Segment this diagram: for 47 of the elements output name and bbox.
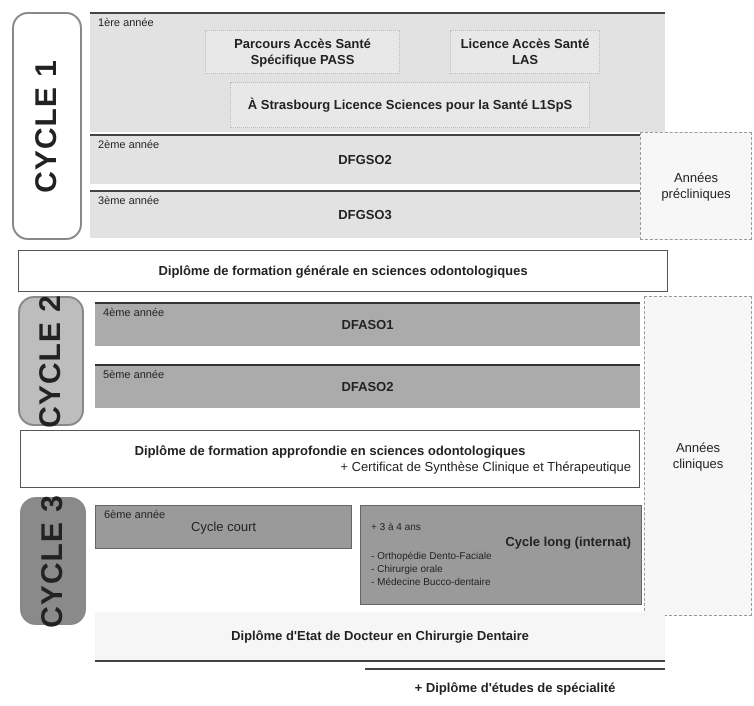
- diploma-box: [95, 612, 665, 662]
- year-label: 2ème année: [98, 139, 160, 151]
- box-title: Diplôme de formation générale en sciences odontologiques: [157, 262, 529, 280]
- box-note: + Certificat de Synthèse Clinique et Thérapeutique: [339, 459, 632, 476]
- option-box: [450, 30, 600, 74]
- cycle-label: [18, 296, 84, 426]
- diploma-code: DFGSO3: [337, 206, 393, 224]
- cycle-label: [12, 12, 82, 240]
- box-title: Diplôme d'Etat de Docteur en Chirurgie Dentaire: [230, 628, 530, 644]
- year-box: [90, 134, 640, 184]
- diploma-box: [18, 250, 668, 292]
- diploma-code: DFASO2: [340, 378, 394, 396]
- cycle-text: CYCLE 2: [34, 294, 68, 428]
- cycle-text: CYCLE 3: [36, 494, 70, 628]
- option-box: [360, 505, 642, 605]
- duration-note: + 3 à 4 ans: [370, 520, 422, 534]
- year-label: 1ère année: [98, 17, 154, 29]
- diploma-box: [20, 430, 640, 488]
- year-box: [90, 12, 665, 132]
- box-title: Licence Accès Santé LAS: [460, 36, 590, 68]
- diploma-code: DFGSO2: [337, 152, 393, 168]
- box-title: Parcours Accès Santé Spécifique PASS: [233, 36, 372, 68]
- option-box: [230, 82, 590, 128]
- phase-label: Années précliniques: [660, 170, 732, 202]
- specialty-item: - Médecine Bucco-dentaire: [370, 576, 492, 590]
- specialty-item: - Chirurgie orale: [370, 563, 444, 576]
- box-title: À Strasbourg Licence Sciences pour la Santé L1SpS: [246, 96, 574, 114]
- cycle-label: [20, 497, 86, 625]
- box-title: Diplôme de formation approfondie en sciences odontologiques: [134, 442, 526, 459]
- option-box: [205, 30, 400, 74]
- year-label: 3ème année: [98, 195, 160, 207]
- box-title: + Diplôme d'études de spécialité: [414, 680, 616, 696]
- year-box: [95, 505, 352, 549]
- year-box: [95, 364, 640, 408]
- cycle-text: CYCLE 1: [30, 59, 64, 193]
- year-label: 6ème année: [104, 509, 166, 521]
- year-box: [90, 190, 640, 238]
- diploma-code: DFASO1: [340, 316, 394, 334]
- cycle-name: Cycle court: [190, 518, 258, 536]
- year-label: 5ème année: [103, 369, 164, 381]
- specialty-item: - Orthopédie Dento-Faciale: [370, 550, 493, 564]
- cycle-name: Cycle long (internat): [504, 534, 632, 550]
- phase-box: [644, 296, 752, 616]
- phase-box: [640, 132, 752, 240]
- phase-label: Années cliniques: [672, 440, 724, 472]
- year-label: 4ème année: [103, 307, 164, 319]
- year-box: [95, 302, 640, 346]
